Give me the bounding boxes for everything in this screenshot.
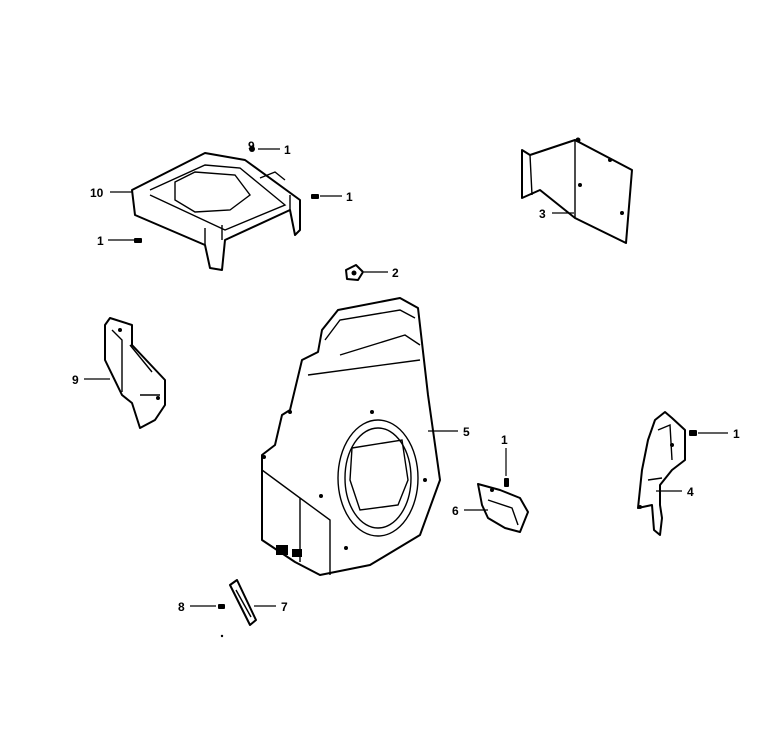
callout-1-right-of-10: 1 [346,190,353,204]
fasteners [134,146,697,638]
callout-2: 2 [392,266,399,280]
callout-1-top: 1 [284,143,291,157]
callout-4: 4 [687,485,694,499]
leader-lines [84,148,728,607]
part-7-plate [229,579,257,626]
callout-1-above-6: 1 [501,433,508,447]
callout-9-top: 9 [248,139,255,153]
callout-7: 7 [281,600,288,614]
callout-9-left: 9 [72,373,79,387]
part-5-blower-housing [261,297,441,576]
part-2-nut [345,264,364,281]
part-10-top-shroud [131,152,301,271]
callout-numbers: 1 9 10 1 1 2 3 9 5 1 6 1 4 8 7 [72,139,740,614]
callout-5: 5 [463,425,470,439]
callout-8: 8 [178,600,185,614]
callout-1-left-of-10: 1 [97,234,104,248]
part-4-side-bracket [637,411,686,536]
part-9-left-bracket [104,317,166,429]
callout-6: 6 [452,504,459,518]
part-3-side-baffle [521,137,633,244]
callout-10: 10 [90,186,104,200]
part-6-guard [477,483,529,533]
callout-3: 3 [539,207,546,221]
callout-1-right: 1 [733,427,740,441]
